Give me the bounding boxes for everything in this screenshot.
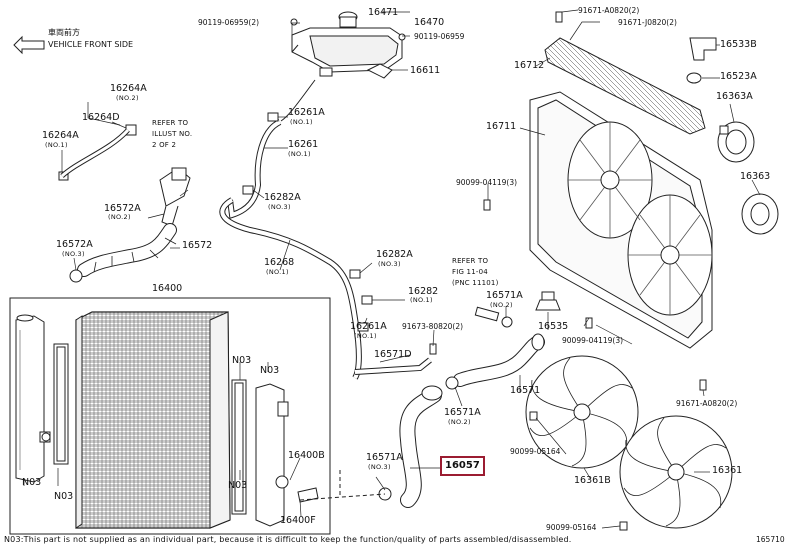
- part-16571A-bottom[interactable]: 16571A: [366, 452, 403, 463]
- part-16282A-top-sub: (NO.3): [268, 203, 291, 211]
- refer-text-1: REFER TO: [152, 119, 189, 127]
- reservoir-tank: [291, 11, 403, 77]
- clip-16282A-mid: [349, 269, 361, 279]
- vehicle-front-arrow-icon: [13, 35, 45, 55]
- fastener-90119-06959-2[interactable]: 90119-06959(2): [198, 18, 260, 27]
- clip-16261A-low: [357, 322, 369, 332]
- part-16572A-b-sub: (NO.3): [62, 250, 85, 258]
- part-16611[interactable]: 16611: [410, 65, 441, 76]
- part-16572A-b[interactable]: 16572A: [56, 239, 93, 250]
- part-16264A-top[interactable]: 16264A: [110, 83, 147, 94]
- part-16261A-low-sub: (NO.1): [354, 332, 377, 340]
- note-N03-e: N03: [54, 491, 74, 502]
- part-16264D[interactable]: 16264D: [82, 112, 120, 123]
- fan-16361: [619, 415, 733, 529]
- fastener-90119-06959[interactable]: 90119-06959: [414, 32, 465, 41]
- part-16264A-left[interactable]: 16264A: [42, 130, 79, 141]
- note-N03-d: N03: [22, 477, 42, 488]
- part-16261-sub: (NO.1): [288, 150, 311, 158]
- part-16572A[interactable]: 16572A: [104, 203, 141, 214]
- figure-id: 165710: [756, 535, 785, 544]
- part-16261A-top[interactable]: 16261A: [288, 107, 325, 118]
- radiator-core: [75, 311, 231, 529]
- part-16571D[interactable]: 16571D: [374, 349, 412, 360]
- fastener-91671-A0820-2-bottom[interactable]: 91671-A0820(2): [676, 399, 738, 408]
- fan-motor-16363: [741, 193, 779, 235]
- clip-16533B: [689, 37, 717, 61]
- part-16264A-left-sub: (NO.1): [45, 141, 68, 149]
- part-16571[interactable]: 16571: [510, 385, 541, 396]
- part-16361[interactable]: 16361: [712, 465, 743, 476]
- part-16363A[interactable]: 16363A: [716, 91, 753, 102]
- clip-16282A-top: [242, 185, 254, 195]
- refer-fig-3: (PNC 11101): [452, 279, 499, 287]
- fastener-90099-04119-3[interactable]: 90099-04119(3): [456, 178, 518, 187]
- inlet-pipe: [159, 167, 191, 227]
- part-16282[interactable]: 16282: [408, 286, 439, 297]
- note-N03-b: N03: [260, 365, 280, 376]
- leader-lines: [23, 9, 761, 529]
- refer-fig-2: FIG 11-04: [452, 268, 488, 276]
- footnote: N03:This part is not supplied as an indi…: [4, 535, 572, 544]
- fastener-91673-80820-2[interactable]: 91673-80820(2): [402, 322, 464, 331]
- part-16571A-right[interactable]: 16571A: [486, 290, 523, 301]
- part-16571A-right-sub: (NO.2): [490, 301, 513, 309]
- part-16523A[interactable]: 16523A: [720, 71, 757, 82]
- bolt-set: [429, 11, 707, 531]
- vehicle-front-jp-label: 車両前方: [48, 28, 80, 37]
- fastener-91671-A0820-2-top[interactable]: 91671-A0820(2): [578, 6, 640, 15]
- fastener-91671-J0820-2[interactable]: 91671-J0820(2): [618, 18, 677, 27]
- part-16268-sub: (NO.1): [266, 268, 289, 276]
- fan-motor-16363A: [717, 121, 755, 163]
- part-16533B[interactable]: 16533B: [720, 39, 757, 50]
- part-16261A-top-sub: (NO.1): [290, 118, 313, 126]
- radiator-right-tank: [255, 383, 319, 527]
- part-16572[interactable]: 16572: [182, 240, 213, 251]
- fastener-90099-04119-3-right[interactable]: 90099-04119(3): [562, 336, 624, 345]
- vehicle-front-label: VEHICLE FRONT SIDE: [48, 40, 134, 49]
- part-16264A-top-sub: (NO.2): [116, 94, 139, 102]
- part-16571A-mid-sub: (NO.2): [448, 418, 471, 426]
- part-16400[interactable]: 16400: [152, 283, 183, 294]
- bracket-16712: [544, 37, 706, 135]
- part-16712[interactable]: 16712: [514, 60, 545, 71]
- part-16057-highlighted[interactable]: 16057: [440, 456, 485, 476]
- refer-text-2: ILLUST NO.: [152, 130, 193, 138]
- part-16282-sub: (NO.1): [410, 296, 433, 304]
- part-16261[interactable]: 16261: [288, 139, 319, 150]
- gasket-right: [231, 379, 247, 515]
- refer-fig-1: REFER TO: [452, 257, 489, 265]
- part-16470[interactable]: 16470: [414, 17, 445, 28]
- part-16261A-low[interactable]: 16261A: [350, 321, 387, 332]
- part-16535[interactable]: 16535: [538, 321, 569, 332]
- fastener-90099-05164-a[interactable]: 90099-05164: [510, 447, 561, 456]
- part-16571A-mid[interactable]: 16571A: [444, 407, 481, 418]
- part-16282A-mid[interactable]: 16282A: [376, 249, 413, 260]
- part-16282A-mid-sub: (NO.3): [378, 260, 401, 268]
- part-16400F[interactable]: 16400F: [280, 515, 316, 526]
- refer-text-3: 2 OF 2: [152, 141, 177, 149]
- part-16571A-bottom-sub: (NO.3): [368, 463, 391, 471]
- clip-16282: [361, 295, 373, 305]
- part-16400B[interactable]: 16400B: [288, 450, 325, 461]
- note-N03-c: N03: [228, 480, 248, 491]
- part-16282A-top[interactable]: 16282A: [264, 192, 301, 203]
- part-16268[interactable]: 16268: [264, 257, 295, 268]
- radiator-cap-16535: [535, 299, 561, 311]
- part-16572A-sub: (NO.2): [108, 213, 131, 221]
- part-16711[interactable]: 16711: [486, 121, 517, 132]
- radiator-left-tank: [15, 314, 51, 483]
- note-N03-a: N03: [232, 355, 252, 366]
- part-16471[interactable]: 16471: [368, 7, 399, 18]
- grommet-16523A: [686, 72, 702, 84]
- clip-16261A-top: [267, 112, 279, 122]
- part-16363[interactable]: 16363: [740, 171, 771, 182]
- gasket-left: [53, 343, 69, 465]
- fan-shroud: [529, 91, 713, 349]
- fastener-90099-05164-b[interactable]: 90099-05164: [546, 523, 597, 532]
- part-16361B[interactable]: 16361B: [574, 475, 611, 486]
